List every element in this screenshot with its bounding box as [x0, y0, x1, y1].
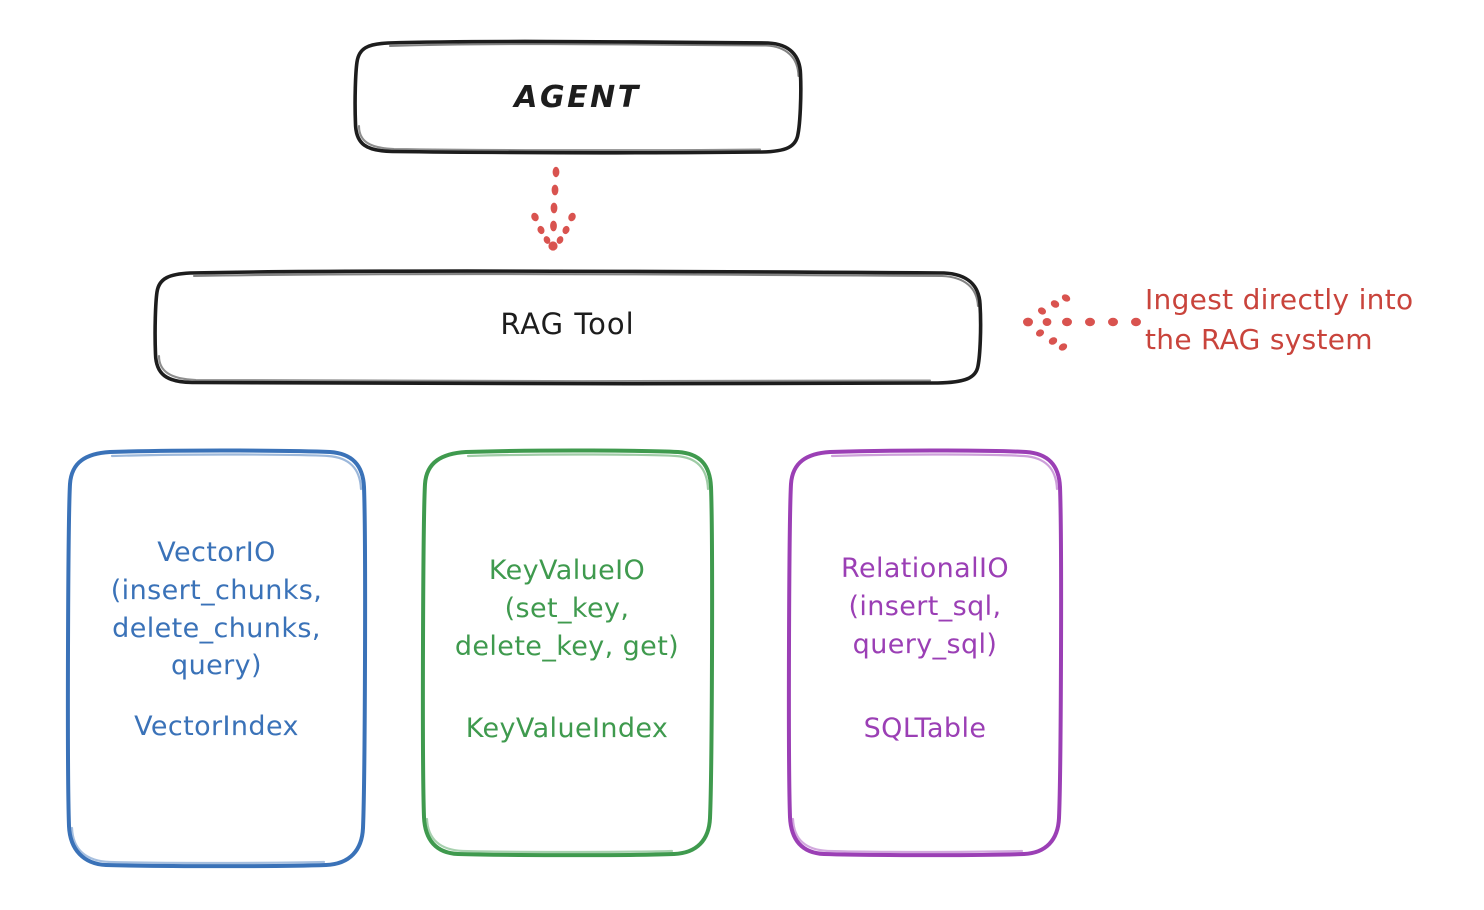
- agent-box-outline-sketch: [388, 43, 800, 78]
- rag-tool-box-outline-sketch2: [157, 354, 932, 383]
- relational-io-box-outline-sketch2: [791, 817, 1024, 854]
- key-value-io-box-outline-sketch2: [425, 817, 674, 854]
- relational-io-box-outline: [786, 448, 1064, 858]
- relational-io-box-outline-sketch: [830, 453, 1059, 491]
- agent-to-ragtool-connector: [531, 166, 576, 251]
- rag-tool-box-outline: [153, 269, 983, 386]
- agent-box-outline: [353, 39, 803, 155]
- ingest-note-text: Ingest directly into the RAG system: [1145, 283, 1414, 356]
- agent-node[interactable]: [353, 39, 803, 155]
- agent-box-outline-sketch2: [357, 124, 762, 152]
- vector-io-box-outline: [65, 448, 368, 869]
- vector-io-node[interactable]: [65, 448, 368, 869]
- vector-io-box-outline-sketch2: [70, 826, 326, 865]
- vector-io-box-outline-sketch: [110, 453, 363, 491]
- key-value-io-box-outline-sketch: [466, 453, 710, 491]
- rag-tool-node[interactable]: [153, 269, 983, 386]
- rag-tool-box-outline-sketch: [192, 273, 980, 308]
- key-value-io-box-outline: [420, 448, 715, 858]
- key-value-io-node[interactable]: [420, 448, 715, 858]
- ingest-note-connector: [1023, 294, 1141, 351]
- relational-io-node[interactable]: [786, 448, 1064, 858]
